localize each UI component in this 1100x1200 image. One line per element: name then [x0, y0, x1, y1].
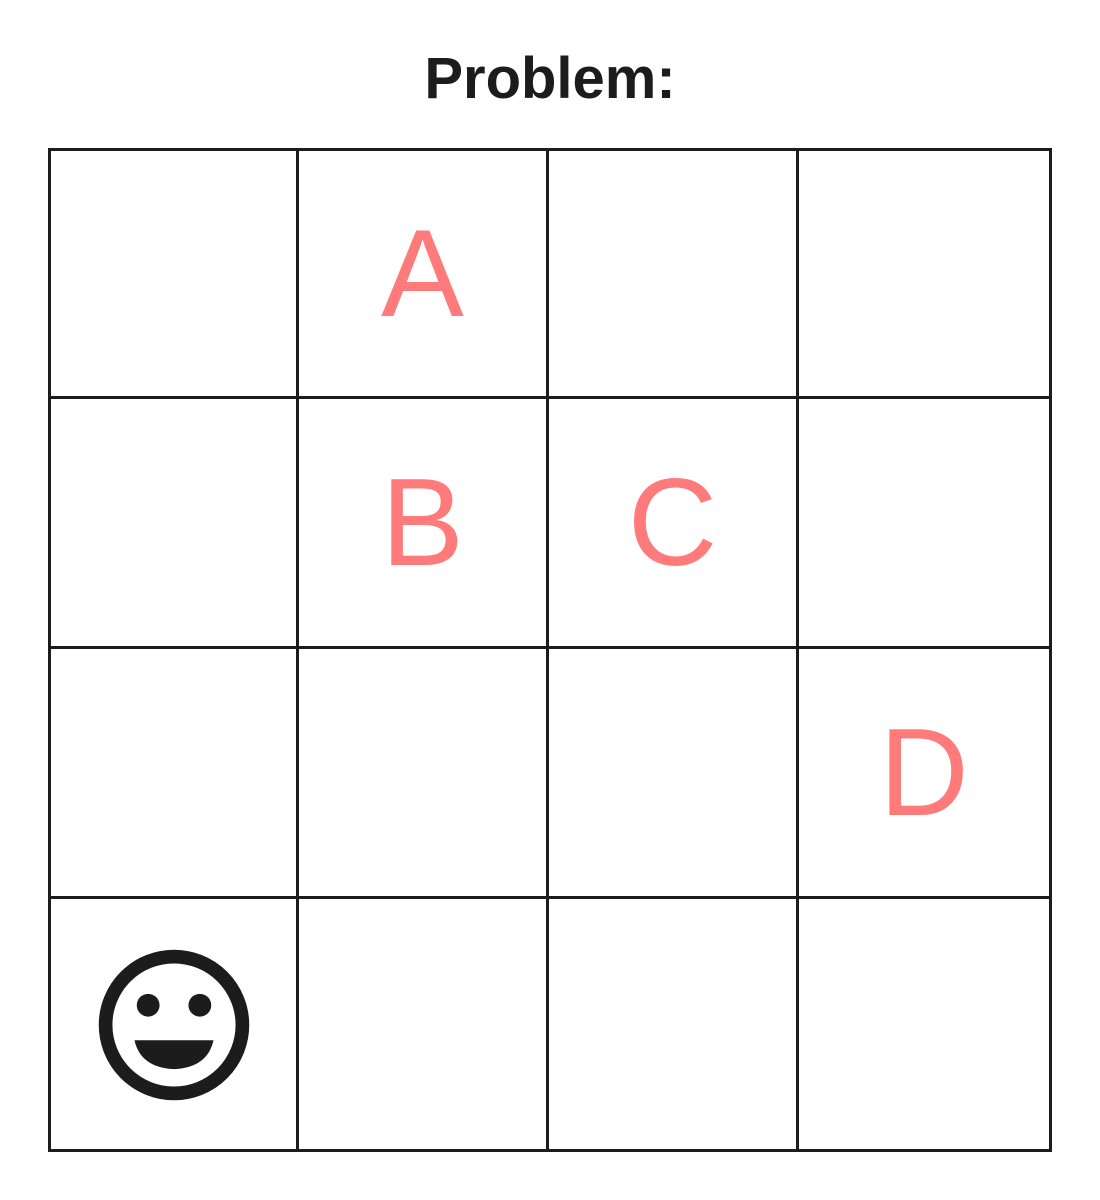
- grid-cell-r2-c4: [799, 399, 1049, 649]
- smiley-face-icon: [98, 949, 249, 1101]
- grid-cell-r1-c4: [799, 151, 1049, 399]
- grid-cell-r3-c3: [549, 649, 799, 899]
- cell-label: D: [879, 703, 969, 842]
- grid-cell-r3-c2: [299, 649, 549, 899]
- grid-cell-r1-c2: A: [299, 151, 549, 399]
- cell-label: B: [381, 453, 464, 592]
- grid-cell-r3-c1: [51, 649, 299, 899]
- cell-label: A: [381, 204, 464, 343]
- grid-cell-r4-c4: [799, 899, 1049, 1151]
- grid-cell-r1-c1: [51, 151, 299, 399]
- grid-cell-r4-c3: [549, 899, 799, 1151]
- grid-cell-r4-c1: [51, 899, 299, 1151]
- grid-cell-r1-c3: [549, 151, 799, 399]
- grid-cell-r2-c2: B: [299, 399, 549, 649]
- grid-cell-r2-c1: [51, 399, 299, 649]
- page-title: Problem:: [424, 46, 676, 111]
- grid-cell-r2-c3: C: [549, 399, 799, 649]
- grid-cell-r3-c4: D: [799, 649, 1049, 899]
- grid-cell-r4-c2: [299, 899, 549, 1151]
- cell-label: C: [627, 453, 718, 592]
